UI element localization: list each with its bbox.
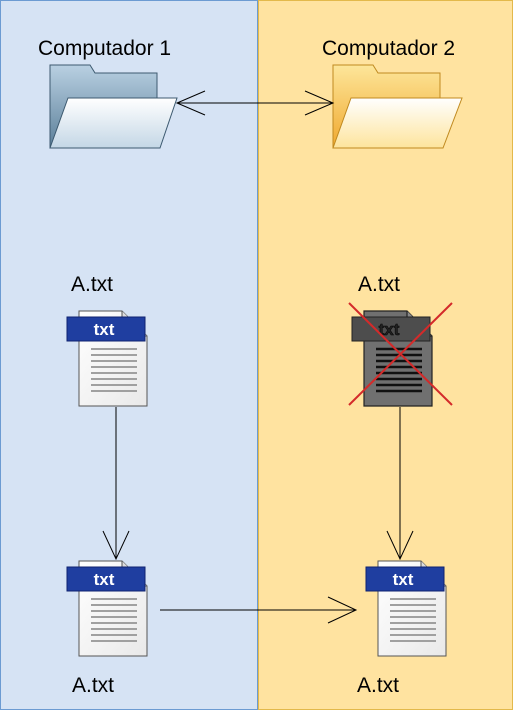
file-icon-left-top[interactable]: txt: [66, 310, 148, 407]
file-icon-right-top-deleted[interactable]: txt: [350, 309, 434, 408]
file-badge-left-bottom: txt: [94, 570, 115, 589]
file-name-left-top: A.txt: [71, 273, 114, 296]
file-name-left-bottom: A.txt: [72, 674, 115, 697]
file-badge-left-top: txt: [94, 320, 115, 339]
arrow-left-down: [102, 407, 130, 561]
arrow-copy-right: [160, 596, 358, 624]
folder-icon-computador-1[interactable]: [49, 64, 178, 149]
lane-title-right: Computador 2: [322, 37, 456, 60]
file-name-right-bottom: A.txt: [357, 674, 400, 697]
sync-arrow: [175, 90, 335, 116]
file-badge-right-bottom: txt: [393, 570, 414, 589]
file-badge-right-top: txt: [379, 320, 400, 339]
folder-icon-computador-2[interactable]: [332, 64, 463, 149]
file-icon-right-bottom[interactable]: txt: [365, 560, 447, 657]
arrow-right-down: [386, 407, 414, 561]
red-x-icon: [348, 302, 453, 406]
lane-title-left: Computador 1: [38, 37, 172, 60]
file-name-right-top: A.txt: [358, 273, 401, 296]
file-icon-left-bottom[interactable]: txt: [66, 560, 148, 657]
